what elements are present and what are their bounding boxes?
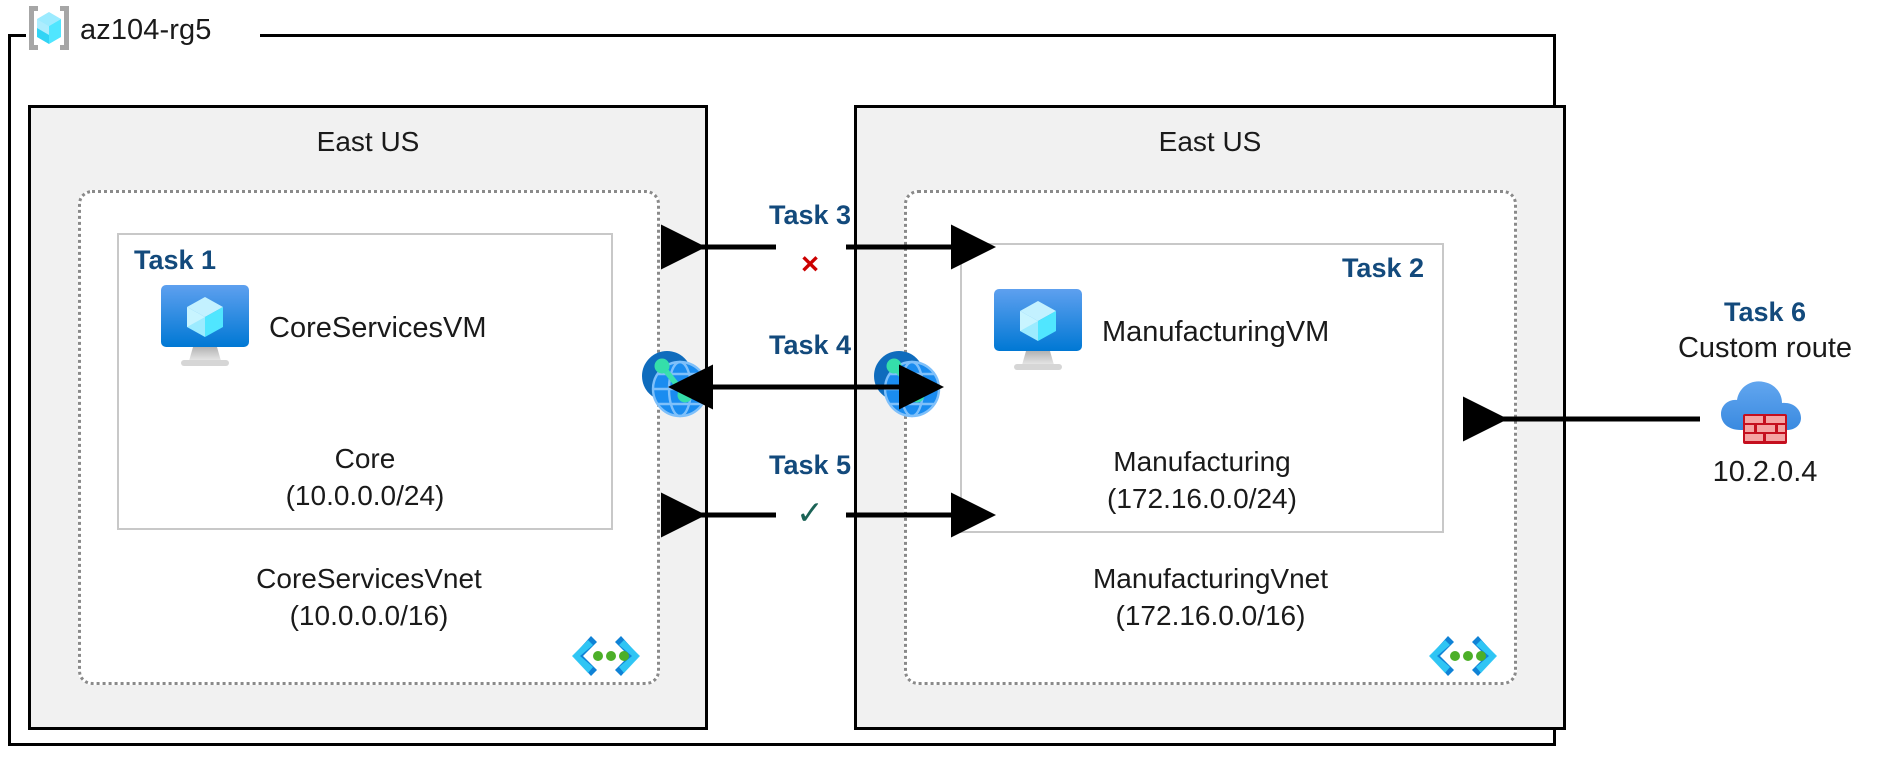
subnet-name-right: Manufacturing <box>1113 445 1291 477</box>
virtual-machine-icon <box>157 283 253 374</box>
subnet-cidr-right: (172.16.0.0/24) <box>1107 482 1297 514</box>
task-6-group: Task 6 Custom route <box>1645 296 1885 490</box>
task-6-title: Task 6 <box>1723 297 1807 327</box>
task-3-connector <box>661 224 996 270</box>
subnet-core: Task 1 <box>117 233 613 530</box>
vm-coreservicesvm: CoreServicesVM <box>157 283 487 374</box>
task-2-label: Task 2 <box>1341 253 1424 283</box>
task-5-connector <box>661 492 996 538</box>
subnet-name-left: Core <box>334 442 396 474</box>
region-label-left: East US <box>316 126 420 157</box>
resource-group-title-rule <box>260 34 1556 37</box>
vnet-cidr-left: (10.0.0.0/16) <box>289 599 449 631</box>
vm-manufacturingvm: ManufacturingVM <box>990 287 1329 378</box>
resource-group-cube-icon <box>26 4 72 57</box>
vnet-cidr-right: (172.16.0.0/16) <box>1115 599 1306 631</box>
task-1-label: Task 1 <box>134 245 217 275</box>
vnet-brackets-icon <box>1428 632 1498 680</box>
resource-group-name: az104-rg5 <box>80 14 212 46</box>
task-6-ip-address: 10.2.0.4 <box>1712 456 1818 488</box>
subnet-label-left: Core (10.0.0.0/24) <box>119 440 611 514</box>
vm-name-right: ManufacturingVM <box>1102 316 1330 348</box>
vnet-name-left: CoreServicesVnet <box>256 562 482 594</box>
vm-name-left: CoreServicesVM <box>269 312 487 344</box>
firewall-cloud-icon <box>1715 372 1815 452</box>
vnet-label-right: ManufacturingVnet (172.16.0.0/16) <box>907 560 1514 634</box>
task-6-subtitle: Custom route <box>1677 331 1853 364</box>
task-4-connector <box>668 364 944 410</box>
task-5-title: Task 5 <box>768 450 852 480</box>
task-4-title: Task 4 <box>768 330 852 360</box>
task-6-connector <box>1463 396 1700 442</box>
task-5-allowed-check-icon: ✓ <box>796 494 824 531</box>
vnet-label-left: CoreServicesVnet (10.0.0.0/16) <box>81 560 657 634</box>
task-3-title: Task 3 <box>768 200 852 230</box>
region-label-right: East US <box>1158 126 1262 157</box>
subnet-manufacturing: Task 2 <box>960 243 1444 533</box>
vnet-name-right: ManufacturingVnet <box>1092 562 1329 594</box>
resource-group-title: az104-rg5 <box>26 4 218 57</box>
task-3-blocked-x-icon: × <box>800 246 820 281</box>
subnet-cidr-left: (10.0.0.0/24) <box>285 479 445 511</box>
vnet-brackets-icon <box>571 632 641 680</box>
virtual-machine-icon <box>990 287 1086 378</box>
subnet-label-right: Manufacturing (172.16.0.0/24) <box>962 443 1442 517</box>
